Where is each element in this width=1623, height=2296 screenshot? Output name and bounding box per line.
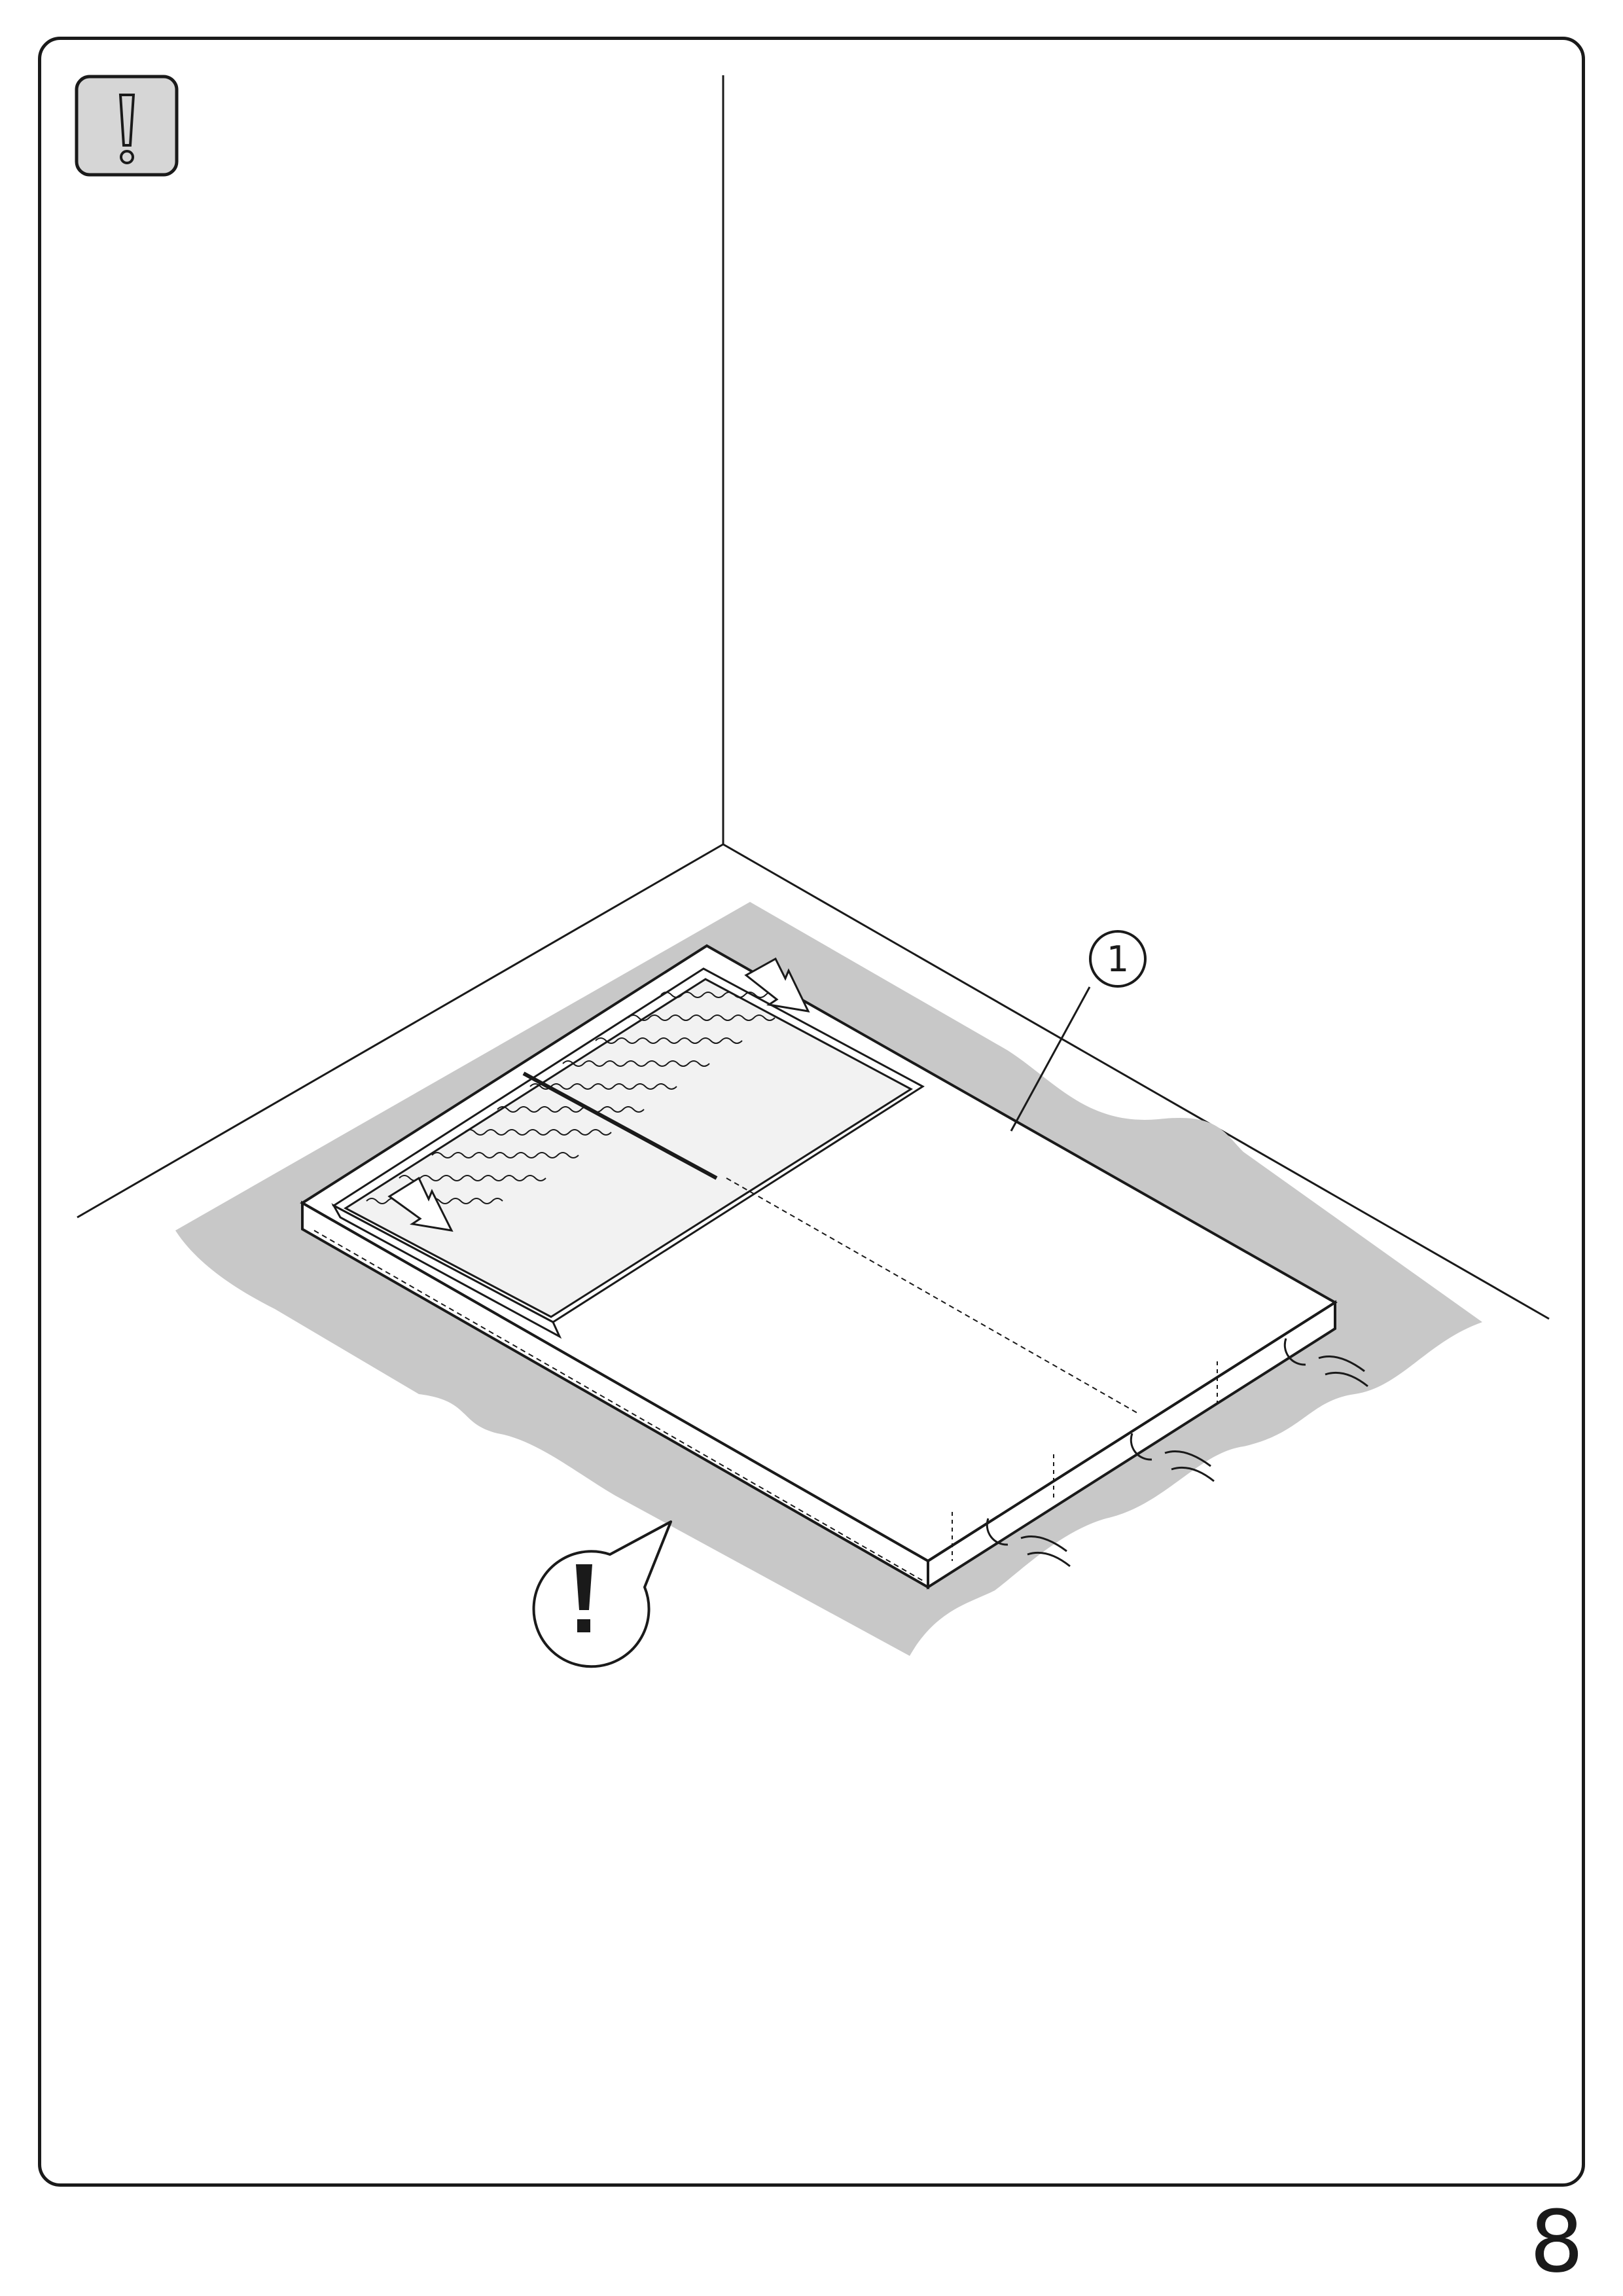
exclamation-icon [576, 1564, 592, 1632]
slide-arrows [387, 957, 810, 1232]
seam-stitching [313, 1177, 1139, 1581]
page-number: 8 [1529, 2192, 1584, 2291]
instruction-frame [38, 37, 1585, 2187]
part-callout: 1 [1010, 930, 1147, 1132]
spring-section [331, 967, 925, 1339]
leg-slots [952, 1338, 1368, 1568]
floor-warning-bubble [532, 1520, 672, 1668]
warning-badge [75, 75, 179, 177]
room-corner [77, 75, 1550, 1320]
part-number: 1 [1107, 939, 1129, 980]
exclamation-icon [118, 94, 135, 164]
spring-coils [366, 992, 798, 1204]
